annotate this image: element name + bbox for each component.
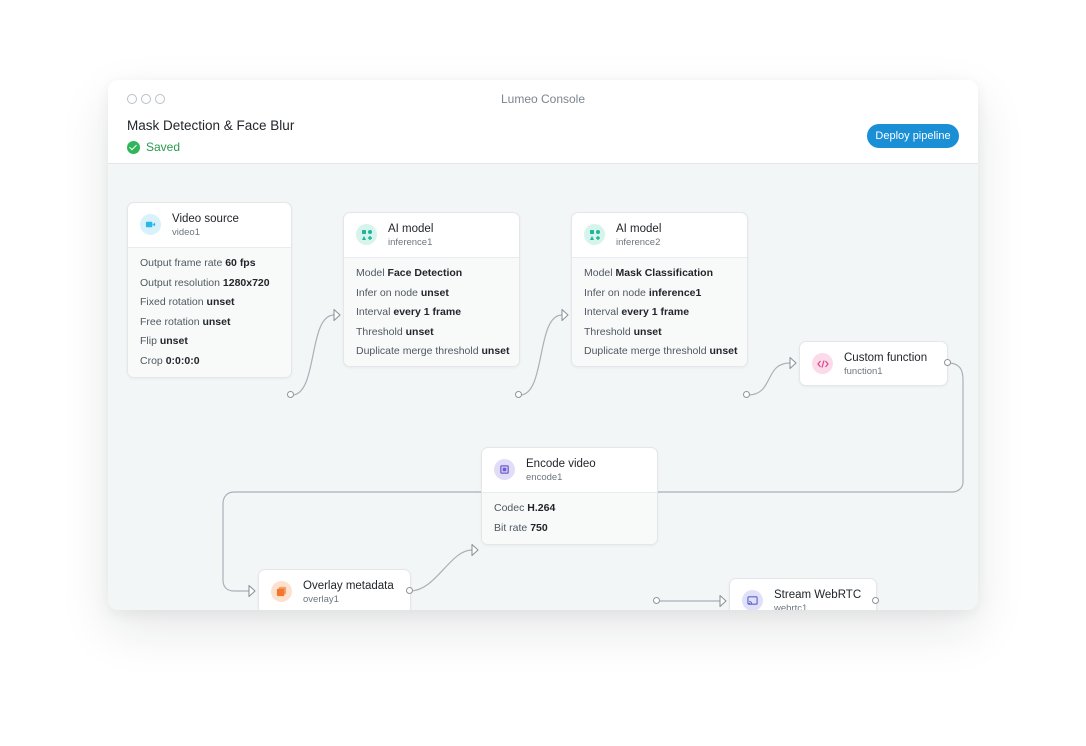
window-controls — [127, 94, 165, 104]
node-ai-model-inference2[interactable]: AI model inference2 Model Mask Classific… — [571, 212, 748, 367]
check-circle-icon — [127, 140, 140, 154]
node-custom-function[interactable]: Custom function function1 — [799, 341, 948, 386]
code-icon — [812, 353, 833, 374]
arrow-inference2-input — [561, 308, 569, 322]
link-inference1-inference2 — [519, 314, 563, 396]
cast-icon — [742, 590, 763, 610]
node-id: inference2 — [616, 237, 661, 248]
link-video1-inference1 — [291, 314, 335, 396]
minimize-window-button[interactable] — [141, 94, 151, 104]
maximize-window-button[interactable] — [155, 94, 165, 104]
property-row: Interval every 1 frame — [356, 306, 462, 318]
node-properties: Model Mask Classification Infer on node … — [572, 257, 747, 366]
property-row: Crop 0:0:0:0 — [140, 354, 200, 367]
output-port[interactable] — [944, 359, 951, 366]
property-row: Threshold unset — [356, 325, 434, 338]
property-row: Free rotation unset — [140, 315, 231, 328]
output-port[interactable] — [406, 587, 413, 594]
link-overlay1-encode1 — [409, 549, 473, 592]
console-window: Lumeo Console Mask Detection & Face Blur… — [108, 80, 978, 610]
output-port[interactable] — [287, 391, 294, 398]
output-port[interactable] — [743, 391, 750, 398]
node-title: Custom function — [844, 352, 928, 364]
property-row: Fixed rotation unset — [140, 296, 235, 308]
pipeline-title: Mask Detection & Face Blur — [127, 118, 295, 133]
layers-icon — [271, 581, 292, 602]
output-port[interactable] — [515, 391, 522, 398]
node-title: AI model — [388, 223, 434, 235]
property-row: Flip unset — [140, 335, 188, 347]
node-connections — [222, 308, 964, 608]
property-row: Output resolution 1280x720 — [140, 276, 270, 289]
node-title: AI model — [616, 223, 662, 235]
node-title: Video source — [172, 213, 239, 225]
node-title: Overlay metadata — [303, 580, 394, 592]
save-status: Saved — [127, 140, 180, 154]
node-encode-video[interactable]: Encode video encode1 Codec H.264 Bit rat… — [481, 447, 658, 545]
property-row: Infer on node unset — [356, 286, 449, 299]
property-row: Threshold unset — [584, 325, 662, 338]
title-bar: Lumeo Console Mask Detection & Face Blur… — [108, 80, 978, 164]
shapes-icon — [584, 224, 605, 245]
property-row: Model Mask Classification — [584, 267, 713, 279]
node-id: overlay1 — [303, 594, 339, 605]
node-video-source[interactable]: Video source video1 Output frame rate 60… — [127, 202, 292, 378]
property-row: Duplicate merge threshold unset — [356, 345, 510, 357]
node-id: inference1 — [388, 237, 433, 248]
node-ai-model-inference1[interactable]: AI model inference1 Model Face Detection… — [343, 212, 520, 367]
node-properties: Codec H.264 Bit rate 750 — [482, 492, 657, 544]
node-id: encode1 — [526, 472, 563, 483]
arrow-encode1-input — [471, 543, 479, 557]
shapes-icon — [356, 224, 377, 245]
property-row: Interval every 1 frame — [584, 306, 690, 318]
save-status-label: Saved — [146, 140, 181, 154]
property-row: Output frame rate 60 fps — [140, 257, 256, 269]
node-properties: Model Face Detection Infer on node unset… — [344, 257, 519, 366]
arrow-overlay1-input — [248, 584, 256, 598]
output-port[interactable] — [653, 597, 660, 604]
deploy-pipeline-button[interactable]: Deploy pipeline — [867, 124, 959, 148]
node-title: Stream WebRTC — [774, 589, 862, 601]
node-id: webrtc1 — [774, 603, 808, 610]
property-row: Codec H.264 — [494, 502, 556, 514]
property-row: Model Face Detection — [356, 267, 463, 279]
node-id: function1 — [844, 366, 883, 377]
property-row: Duplicate merge threshold unset — [584, 345, 738, 357]
video-camera-icon — [140, 214, 161, 235]
arrow-webrtc1-input — [719, 594, 727, 608]
close-window-button[interactable] — [127, 94, 137, 104]
link-function1-overlay1 — [222, 362, 964, 592]
node-overlay-metadata[interactable]: Overlay metadata overlay1 — [258, 569, 411, 610]
node-id: video1 — [172, 227, 200, 238]
node-title: Encode video — [526, 458, 596, 470]
arrow-inference1-input — [333, 308, 341, 322]
node-stream-webrtc[interactable]: Stream WebRTC webrtc1 — [729, 578, 877, 610]
pipeline-canvas[interactable]: Video source video1 Output frame rate 60… — [108, 164, 978, 610]
link-inference2-function1 — [747, 362, 791, 396]
window-title: Lumeo Console — [500, 92, 586, 106]
property-row: Bit rate 750 — [494, 521, 548, 534]
node-properties: Output frame rate 60 fps Output resoluti… — [128, 247, 291, 377]
arrow-function1-input — [789, 356, 797, 370]
property-row: Infer on node inference1 — [584, 286, 702, 299]
film-icon — [494, 459, 515, 480]
output-port[interactable] — [872, 597, 879, 604]
